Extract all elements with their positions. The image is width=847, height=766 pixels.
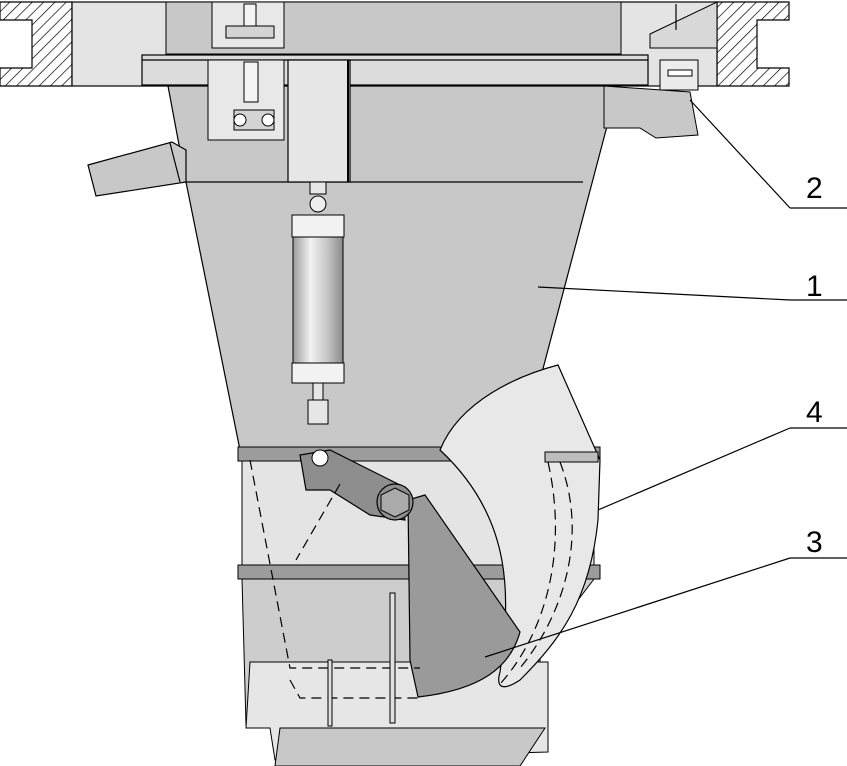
left-flange xyxy=(0,1,73,87)
leader-lines xyxy=(484,99,847,658)
chute-sleeve xyxy=(439,364,601,688)
pneumatic-cylinder xyxy=(291,181,345,425)
flap-gate xyxy=(299,449,521,698)
side-spout xyxy=(87,141,187,197)
load-cell-assembly xyxy=(603,1,718,139)
callout-2-label: 2 xyxy=(806,172,823,205)
right-flange xyxy=(716,1,790,87)
support-rods xyxy=(327,592,396,727)
central-tube xyxy=(287,59,351,183)
callout-1-label: 1 xyxy=(806,270,823,303)
upper-valve-assembly xyxy=(207,1,285,141)
hidden-lines xyxy=(249,459,573,699)
callout-3-label: 3 xyxy=(806,526,823,559)
callout-4-label: 4 xyxy=(806,396,823,429)
